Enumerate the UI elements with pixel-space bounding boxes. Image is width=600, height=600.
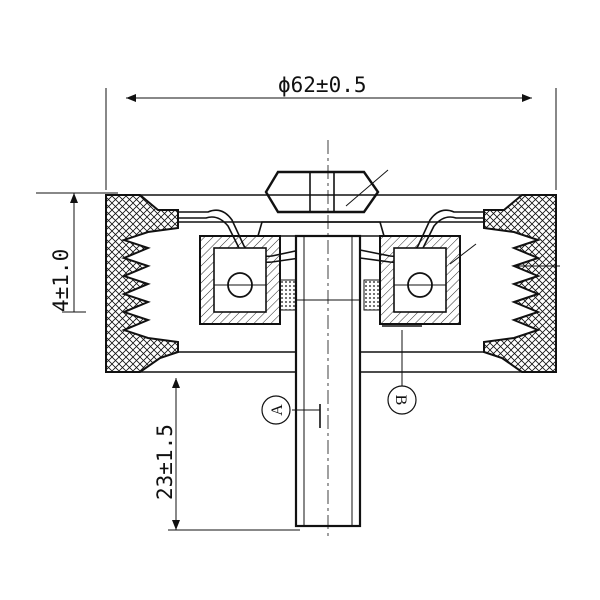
diameter-label: ϕ62±0.5 [278,73,367,97]
flange-offset-dimension: 4±1.0 [36,192,118,313]
callout-b: B [387,385,417,415]
callout-a-label: A [269,404,286,416]
flange-offset-label: 4±1.0 [49,249,73,312]
callout-b-label: B [392,395,409,406]
shaft-length-dimension: 23±1.5 [153,378,300,531]
shaft-length-label: 23±1.5 [153,424,177,500]
left-rim-section [105,194,179,373]
callout-a: A [261,395,291,425]
bolt-shaft [294,234,362,528]
bearing-right [363,235,461,325]
right-rim-section [483,194,557,373]
diameter-dimension: ϕ62±0.5 [105,73,557,190]
bolt-head [256,169,389,237]
bearing-left [199,235,297,325]
